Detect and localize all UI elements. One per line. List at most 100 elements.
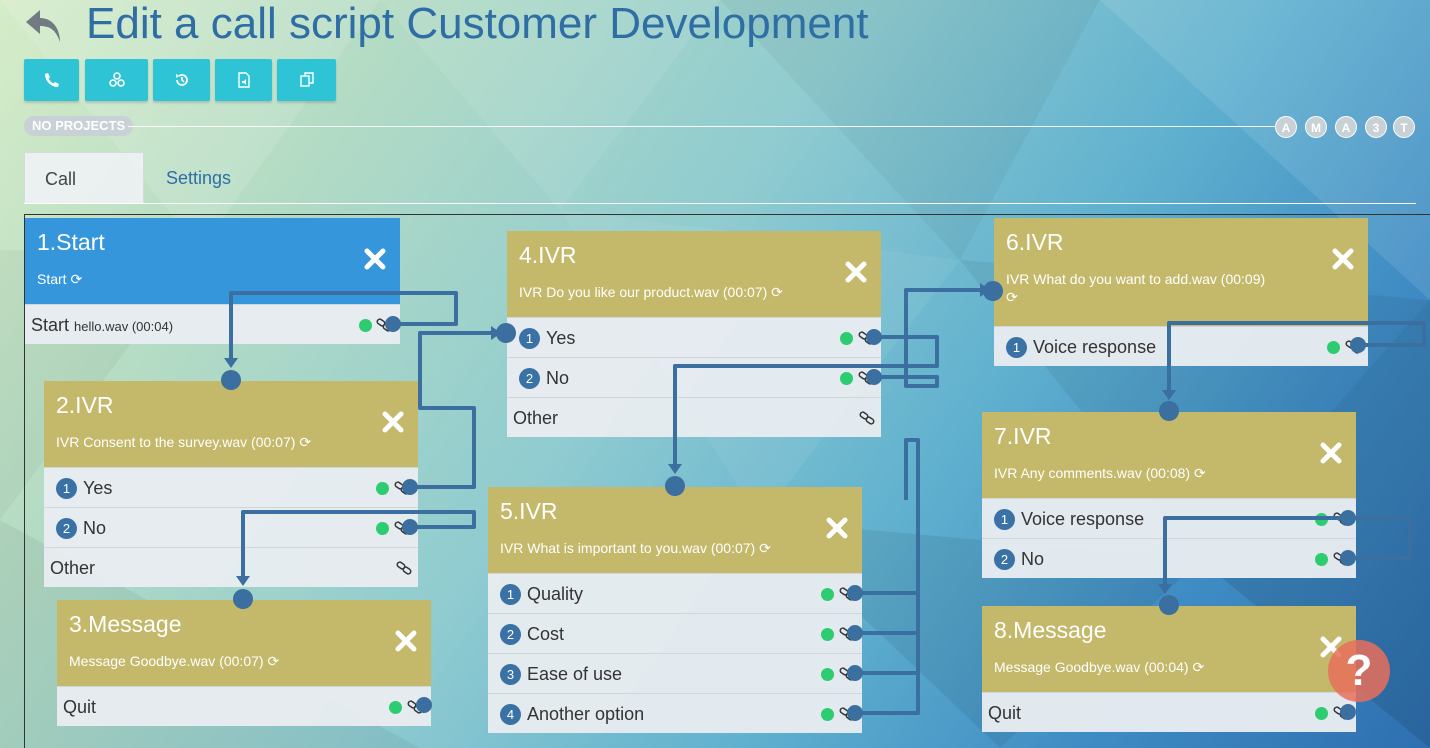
back-arrow-icon[interactable] <box>22 8 66 44</box>
history-button[interactable] <box>153 59 210 101</box>
script-canvas[interactable] <box>24 214 1430 748</box>
projects-badge[interactable]: NO PROJECTS <box>24 116 134 136</box>
close-icon[interactable] <box>1320 442 1342 464</box>
status-dot <box>821 668 834 681</box>
refresh-icon[interactable]: ⟳ <box>70 271 83 287</box>
option-label: Yes <box>546 328 576 348</box>
node-header[interactable]: 6.IVR IVR What do you want to add.wav (0… <box>994 218 1368 326</box>
refresh-icon[interactable]: ⟳ <box>1192 659 1205 675</box>
close-icon[interactable] <box>364 248 386 270</box>
option-label: No <box>83 518 107 538</box>
link-icon[interactable] <box>396 561 412 575</box>
node-row[interactable]: Start hello.wav (00:04) <box>25 304 400 344</box>
link-icon[interactable] <box>1333 552 1349 566</box>
node-5-ivr[interactable]: 5.IVR IVR What is important to you.wav (… <box>488 487 862 733</box>
refresh-icon[interactable]: ⟳ <box>759 540 771 556</box>
link-icon[interactable] <box>394 481 410 495</box>
tree-button[interactable] <box>85 59 148 101</box>
status-dot <box>359 319 372 332</box>
link-icon[interactable] <box>839 587 855 601</box>
node-header[interactable]: 7.IVR IVR Any comments.wav (00:08) ⟳ <box>982 412 1356 498</box>
link-icon[interactable] <box>839 707 855 721</box>
audio-button[interactable] <box>215 59 272 101</box>
avatar[interactable]: 3 <box>1365 116 1387 138</box>
status-dot <box>389 701 402 714</box>
status-dot <box>821 588 834 601</box>
node-header[interactable]: 3.Message Message Goodbye.wav (00:07) ⟳ <box>57 600 431 686</box>
node-8-message[interactable]: 8.Message Message Goodbye.wav (00:04) ⟳ … <box>982 606 1356 732</box>
close-icon[interactable] <box>845 261 867 283</box>
copy-button[interactable] <box>277 59 336 101</box>
status-dot <box>1327 341 1340 354</box>
close-icon[interactable] <box>1332 248 1354 270</box>
link-icon[interactable] <box>407 700 423 714</box>
node-title: 5.IVR <box>500 498 558 524</box>
node-title: 7.IVR <box>994 423 1052 449</box>
node-subtitle: IVR Consent to the survey.wav (00:07) ⟳ <box>56 433 406 451</box>
link-icon[interactable] <box>859 411 875 425</box>
node-header[interactable]: 1.Start Start ⟳ <box>25 218 400 304</box>
close-icon[interactable] <box>826 517 848 539</box>
link-icon[interactable] <box>839 667 855 681</box>
link-icon[interactable] <box>376 318 392 332</box>
avatar[interactable]: M <box>1305 116 1327 138</box>
option-number: 1 <box>519 328 540 349</box>
tab-call-script[interactable]: Call Script <box>24 152 144 241</box>
link-icon[interactable] <box>858 371 874 385</box>
node-3-message[interactable]: 3.Message Message Goodbye.wav (00:07) ⟳ … <box>57 600 431 726</box>
option-row-other[interactable]: Other <box>507 397 881 437</box>
refresh-icon[interactable]: ⟳ <box>267 653 280 669</box>
refresh-icon[interactable]: ⟳ <box>299 434 312 450</box>
node-header[interactable]: 5.IVR IVR What is important to you.wav (… <box>488 487 862 573</box>
link-icon[interactable] <box>839 627 855 641</box>
close-icon[interactable] <box>395 630 417 652</box>
node-header[interactable]: 8.Message Message Goodbye.wav (00:04) ⟳ <box>982 606 1356 692</box>
refresh-icon[interactable]: ⟳ <box>1006 289 1018 305</box>
option-row[interactable]: 1 Yes <box>507 317 881 357</box>
node-4-ivr[interactable]: 4.IVR IVR Do you like our product.wav (0… <box>507 231 881 437</box>
avatar[interactable]: A <box>1275 116 1297 138</box>
history-icon <box>175 74 188 86</box>
node-subtitle: IVR What do you want to add.wav (00:09)⟳ <box>1006 270 1356 306</box>
help-button[interactable]: ? <box>1328 640 1390 702</box>
node-6-ivr[interactable]: 6.IVR IVR What do you want to add.wav (0… <box>994 218 1368 366</box>
avatar[interactable]: A <box>1335 116 1357 138</box>
row-label: Quit <box>63 697 97 717</box>
node-title: 6.IVR <box>1006 229 1064 255</box>
link-icon[interactable] <box>1333 706 1349 720</box>
node-row[interactable]: Quit <box>57 686 431 726</box>
node-2-ivr[interactable]: 2.IVR IVR Consent to the survey.wav (00:… <box>44 381 418 587</box>
tab-underline <box>24 203 1416 204</box>
link-icon[interactable] <box>858 331 874 345</box>
link-icon[interactable] <box>1333 512 1349 526</box>
option-number: 3 <box>500 664 521 685</box>
avatar[interactable]: T <box>1393 116 1415 138</box>
node-header[interactable]: 4.IVR IVR Do you like our product.wav (0… <box>507 231 881 317</box>
status-dot <box>821 628 834 641</box>
refresh-icon[interactable]: ⟳ <box>771 284 783 300</box>
refresh-icon[interactable]: ⟳ <box>1193 465 1206 481</box>
node-1-start[interactable]: 1.Start Start ⟳ Start hello.wav (00:04) <box>25 218 400 344</box>
node-row[interactable]: Quit <box>982 692 1356 732</box>
close-icon[interactable] <box>382 411 404 433</box>
phone-icon <box>44 73 59 87</box>
link-icon[interactable] <box>394 521 410 535</box>
link-icon[interactable] <box>1345 340 1361 354</box>
option-row-other[interactable]: Other <box>44 547 418 587</box>
tab-settings[interactable]: Settings <box>166 168 232 188</box>
status-dot <box>840 372 853 385</box>
node-header[interactable]: 2.IVR IVR Consent to the survey.wav (00:… <box>44 381 418 467</box>
option-label: Other <box>50 558 96 578</box>
call-button[interactable] <box>24 59 79 101</box>
